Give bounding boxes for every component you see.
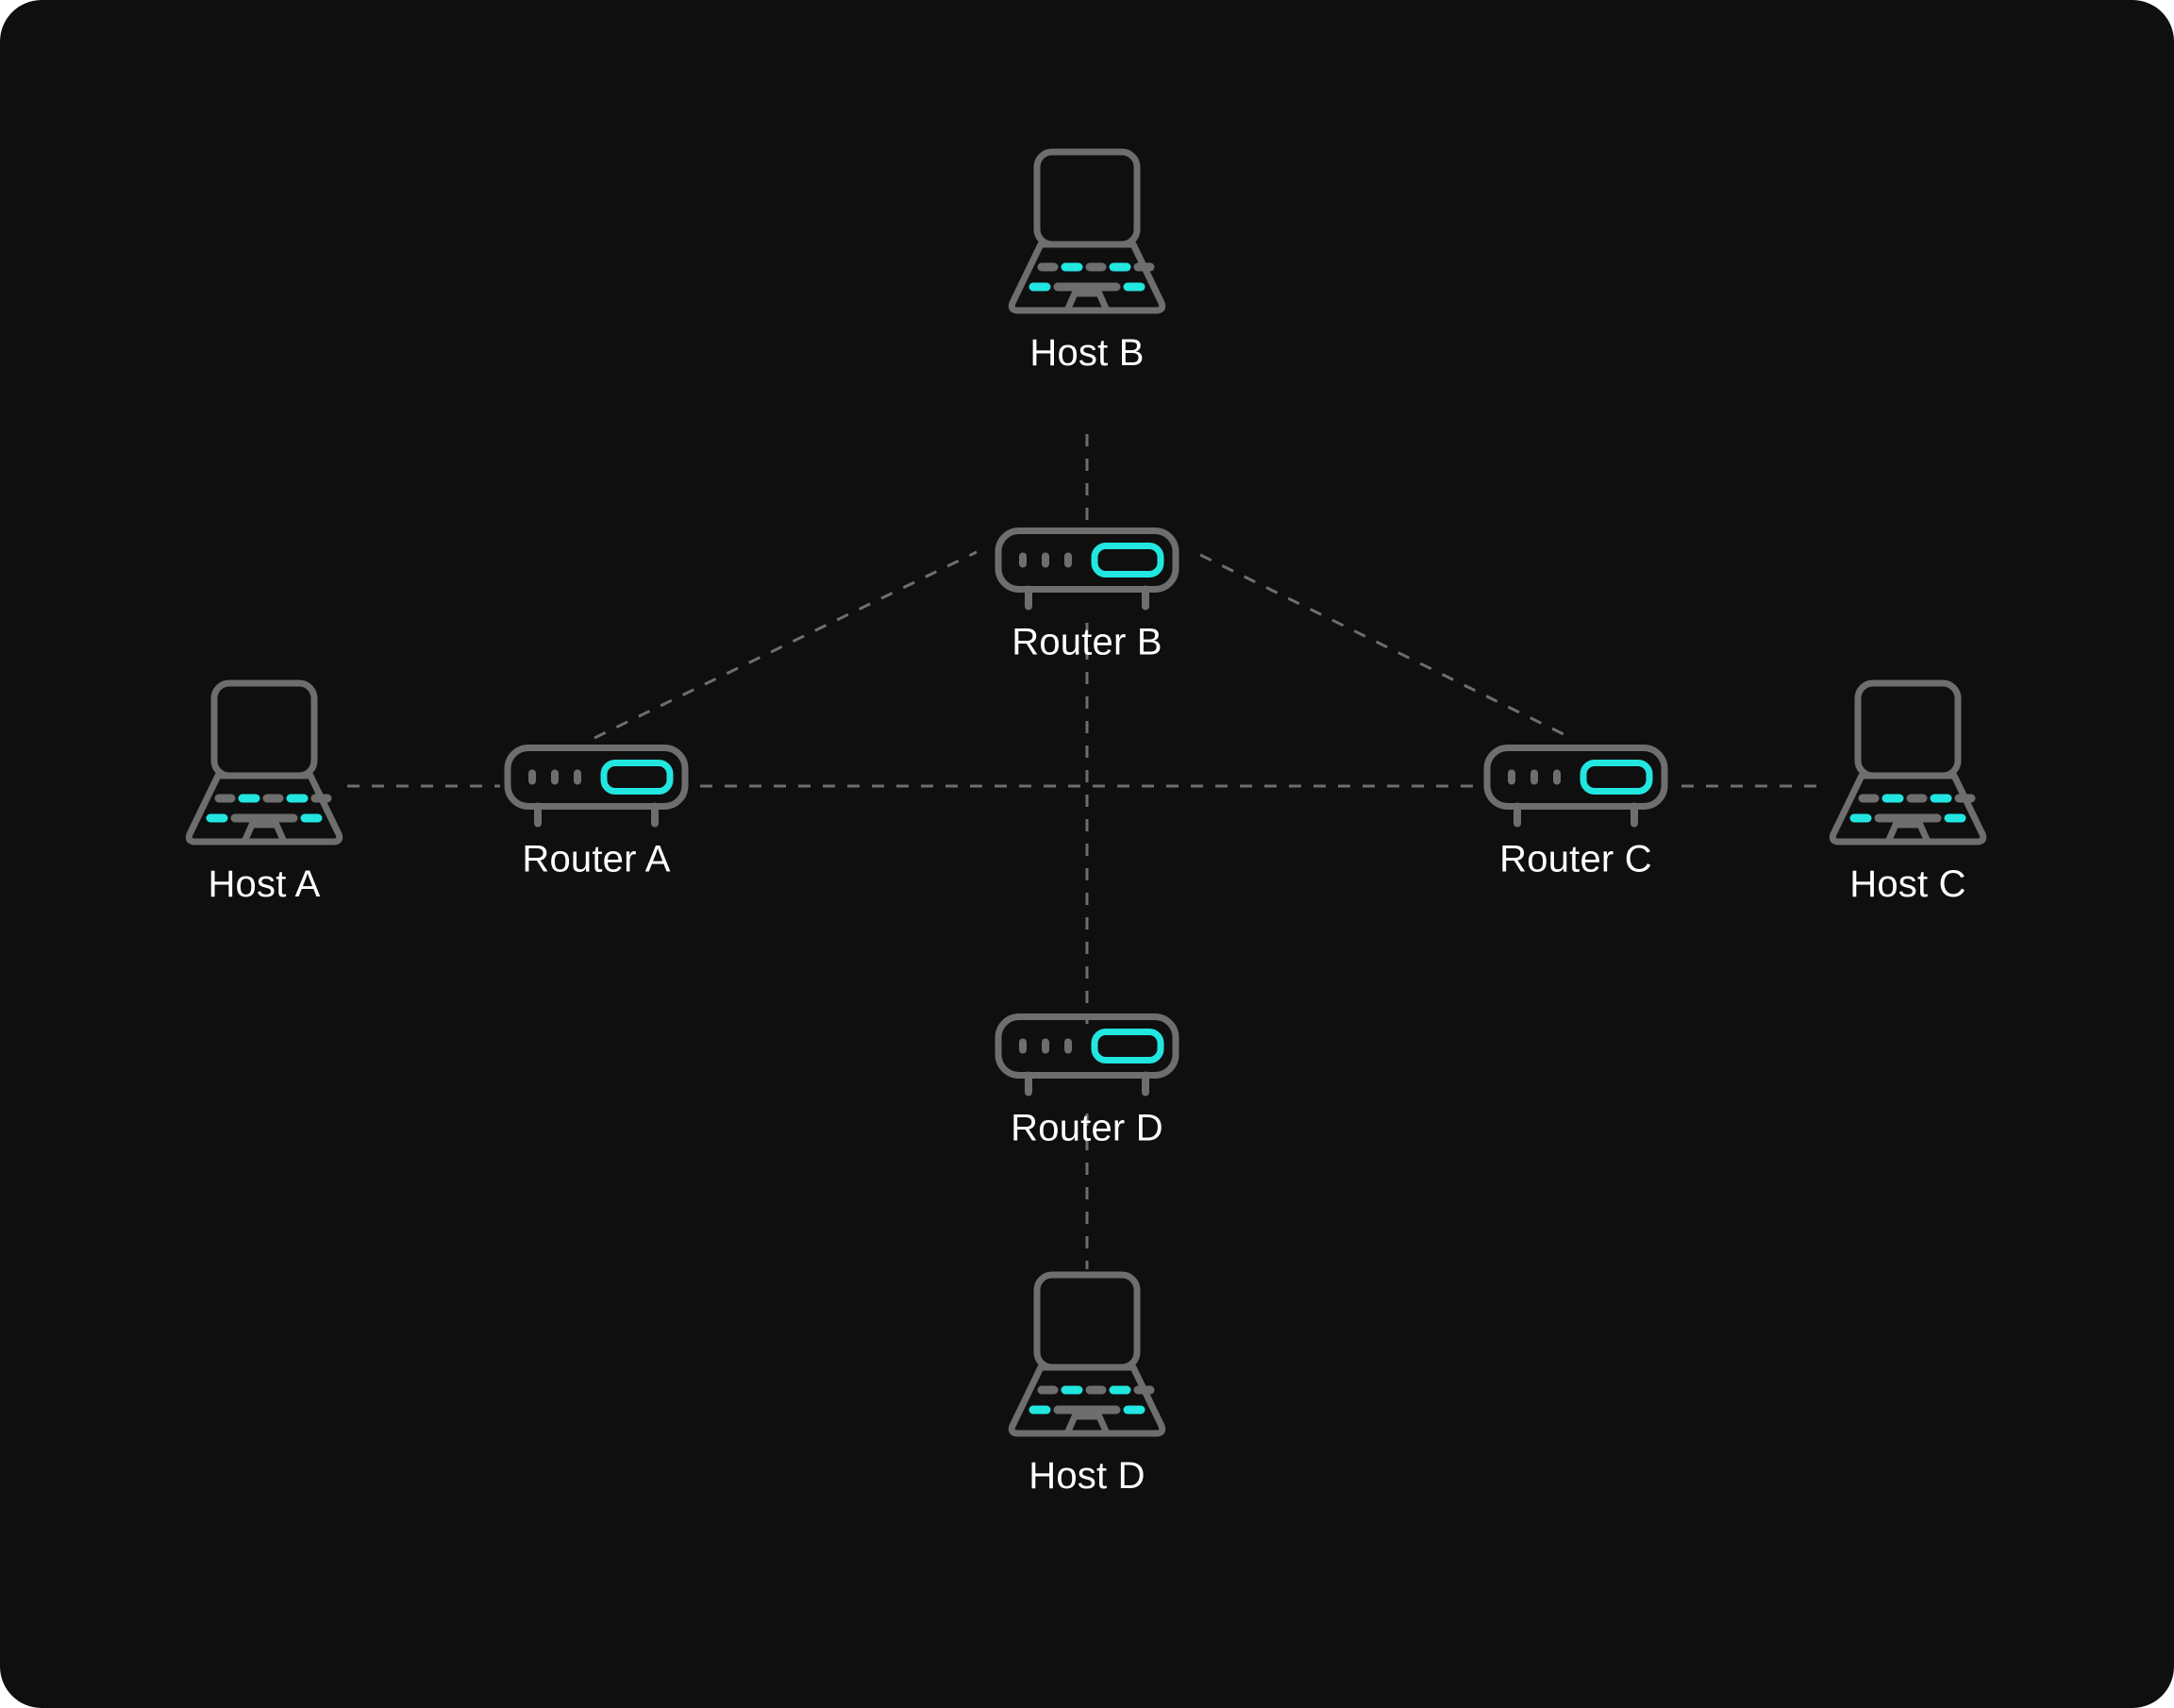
laptop-icon <box>997 144 1177 319</box>
connection-line <box>594 550 978 740</box>
node-router-c[interactable]: Router C <box>1481 743 1670 881</box>
node-label: Host C <box>1849 863 1966 905</box>
node-router-b[interactable]: Router B <box>993 526 1181 664</box>
node-label: Host B <box>1029 332 1145 374</box>
router-icon <box>995 527 1179 611</box>
router-icon <box>1483 745 1668 828</box>
laptop-icon <box>1008 148 1166 314</box>
router-icon <box>502 743 691 829</box>
node-label: Router D <box>1011 1107 1163 1149</box>
node-router-a[interactable]: Router A <box>502 743 691 881</box>
router-icon <box>504 745 689 828</box>
node-label: Host D <box>1028 1455 1146 1497</box>
laptop-icon <box>997 1267 1177 1442</box>
node-label: Router A <box>522 838 671 880</box>
router-icon <box>1481 743 1670 829</box>
router-icon <box>995 1013 1179 1097</box>
laptop-icon <box>185 679 343 846</box>
node-router-d[interactable]: Router D <box>993 1012 1181 1150</box>
router-icon <box>993 526 1181 612</box>
laptop-icon <box>1008 1271 1166 1437</box>
laptop-icon <box>175 676 354 850</box>
node-label: Host A <box>208 863 321 905</box>
node-label: Router C <box>1499 838 1652 880</box>
node-host-c[interactable]: Host C <box>1818 676 1998 906</box>
laptop-icon <box>1818 676 1998 850</box>
node-host-b[interactable]: Host B <box>997 144 1177 375</box>
node-label: Router B <box>1012 621 1162 663</box>
router-icon <box>993 1012 1181 1098</box>
node-host-a[interactable]: Host A <box>175 676 354 906</box>
node-host-d[interactable]: Host D <box>997 1267 1177 1498</box>
connection-line <box>1199 553 1572 740</box>
laptop-icon <box>1829 679 1987 846</box>
